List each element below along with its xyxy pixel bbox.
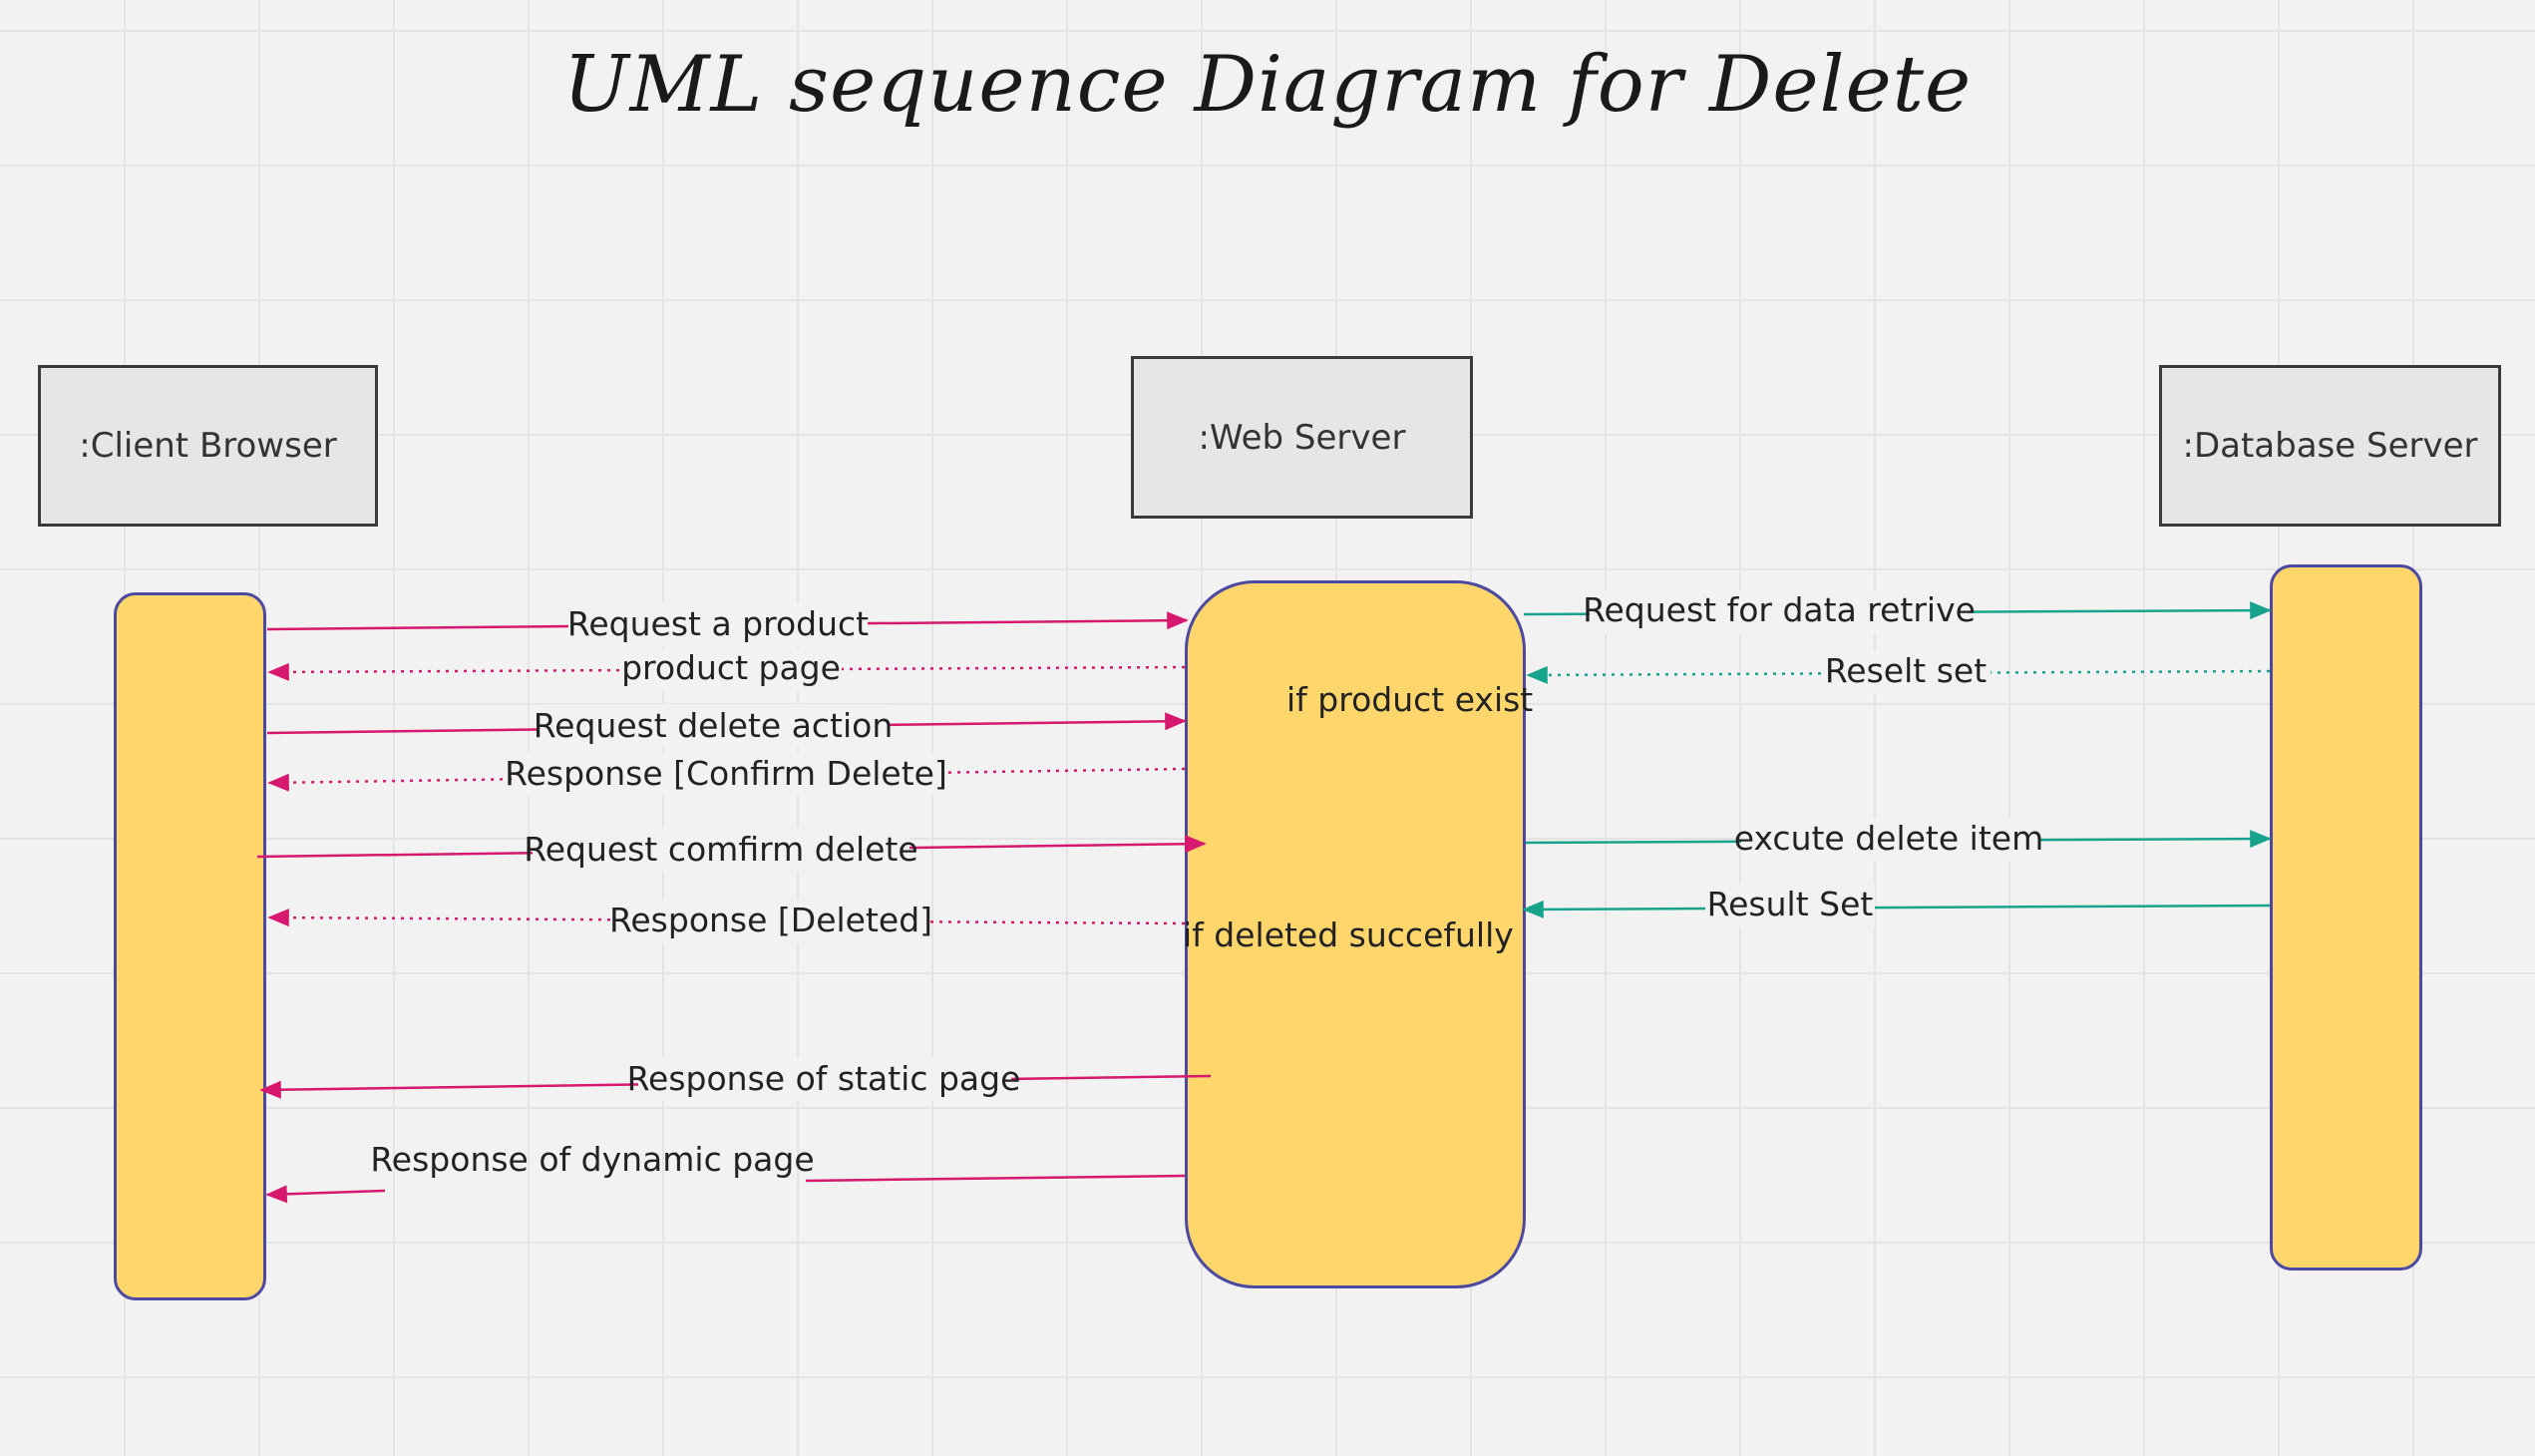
message-excute-delete-item[interactable]: excute delete item bbox=[1525, 818, 2272, 862]
label-result-set: Result Set bbox=[1707, 885, 1874, 923]
message-response-deleted[interactable]: Response [Deleted] bbox=[267, 900, 1186, 943]
label-request-confirm-delete: Request comfirm delete bbox=[524, 830, 917, 869]
label-response-dynamic-page: Response of dynamic page bbox=[370, 1140, 814, 1179]
label-request-delete-action: Request delete action bbox=[534, 706, 894, 745]
diagram-title: UML sequence Diagram for Delete bbox=[562, 40, 1973, 130]
label-response-deleted: Response [Deleted] bbox=[609, 901, 932, 939]
message-response-static-page[interactable]: Response of static page bbox=[259, 1057, 1212, 1101]
activation-web-server[interactable] bbox=[1185, 580, 1526, 1288]
activation-database-server[interactable] bbox=[2270, 564, 2422, 1271]
message-request-data-retrive[interactable]: Request for data retrive bbox=[1523, 590, 2272, 634]
label-request-data-retrive: Request for data retrive bbox=[1583, 590, 1976, 629]
note-product-exist: if product exist bbox=[1286, 680, 1534, 719]
message-response-confirm-delete[interactable]: Response [Confirm Delete] bbox=[267, 752, 1186, 796]
label-product-page: product page bbox=[621, 648, 841, 687]
label-excute-delete-item: excute delete item bbox=[1734, 819, 2043, 858]
message-product-page[interactable]: product page bbox=[267, 648, 1186, 692]
message-result-set[interactable]: Result Set bbox=[1522, 884, 2271, 927]
message-response-dynamic-page[interactable]: Response of dynamic page bbox=[265, 1140, 1186, 1204]
label-request-product: Request a product bbox=[567, 604, 869, 643]
label-reselt-set: Reselt set bbox=[1825, 651, 1987, 690]
activation-client-browser[interactable] bbox=[114, 592, 266, 1300]
message-request-confirm-delete[interactable]: Request comfirm delete bbox=[256, 828, 1207, 872]
message-reselt-set[interactable]: Reselt set bbox=[1526, 650, 2271, 694]
label-response-static-page: Response of static page bbox=[627, 1059, 1021, 1098]
lifeline-client-browser[interactable]: :Client Browser bbox=[38, 365, 378, 527]
label-response-confirm-delete: Response [Confirm Delete] bbox=[505, 754, 947, 793]
note-deleted-successfully: if deleted succefully bbox=[1183, 915, 1514, 954]
lifeline-web-server[interactable]: :Web Server bbox=[1131, 356, 1473, 519]
lifeline-database-server[interactable]: :Database Server bbox=[2159, 365, 2501, 527]
message-request-delete-action[interactable]: Request delete action bbox=[266, 704, 1187, 748]
message-request-product[interactable]: Request a product bbox=[266, 602, 1189, 646]
